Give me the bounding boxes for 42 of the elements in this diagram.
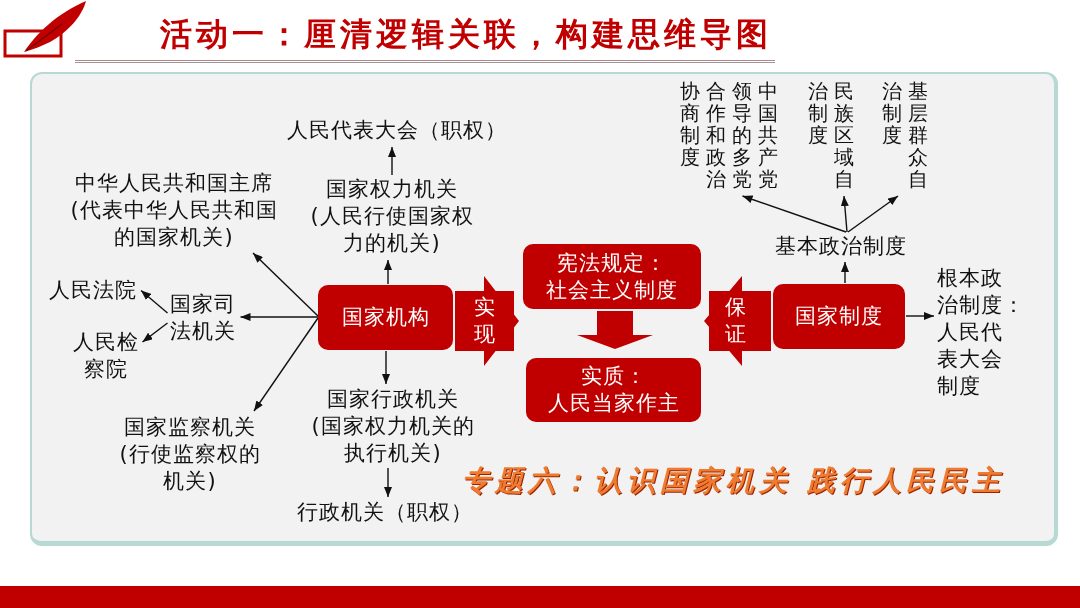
arrow [252,252,319,317]
node-label: 人民代表大会（职权） [287,117,507,144]
node-heading: 实质： [580,363,647,390]
node-label: 国家司法机关 [168,291,238,345]
arrow [239,313,319,321]
arrow [847,195,899,233]
node-note: (代表中华人民共和国的国家机关) [69,197,279,251]
node-heading: 国家行政机关 [327,386,459,413]
vertical-label: 基层群众自治制度 [882,79,928,191]
node-heading: 宪法规定： [557,249,667,277]
arrow [741,195,847,233]
node-label: 基本政治制度 [775,233,907,260]
vertical-label: 民族区域自治制度 [808,79,854,191]
node-label: 根本政治制度：人民代表大会制度 [937,265,1025,400]
arrow [141,322,169,343]
node-heading: 国家权力机关 [326,176,458,203]
arrow [140,289,169,314]
node-note: (行使监察权的机关) [118,441,262,495]
node-note: 社会主义制度 [546,276,678,304]
block-arrow [577,311,653,349]
arrow [388,146,396,176]
concept-box [526,358,701,422]
vertical-label: 中国共产党领导的多党合作和政治协商制度 [680,79,778,191]
concept-box [523,244,701,309]
concept-box: 国家制度 [773,284,905,349]
concept-box: 国家机构 [318,285,453,350]
node-heading: 中华人民共和国主席 [75,170,273,197]
title: 活动一：厘清逻辑关联，构建思维导图 [160,14,772,54]
node-note: (国家权力机关的执行机关) [310,413,476,466]
arrow [253,317,319,412]
arrow [384,467,392,498]
node-label: 行政机关（职权） [297,499,473,526]
node-label: 人民检察院 [71,329,141,383]
arrow [841,261,849,284]
node-note: (人民行使国家权力的机关) [309,203,475,257]
arrow [384,259,392,285]
arrow [840,195,849,233]
node-heading: 国家监察机关 [124,414,256,441]
arrow [382,350,390,385]
arrow [905,312,935,320]
node-label: 人民法院 [49,277,137,304]
node-note: 人民当家作主 [547,390,680,417]
